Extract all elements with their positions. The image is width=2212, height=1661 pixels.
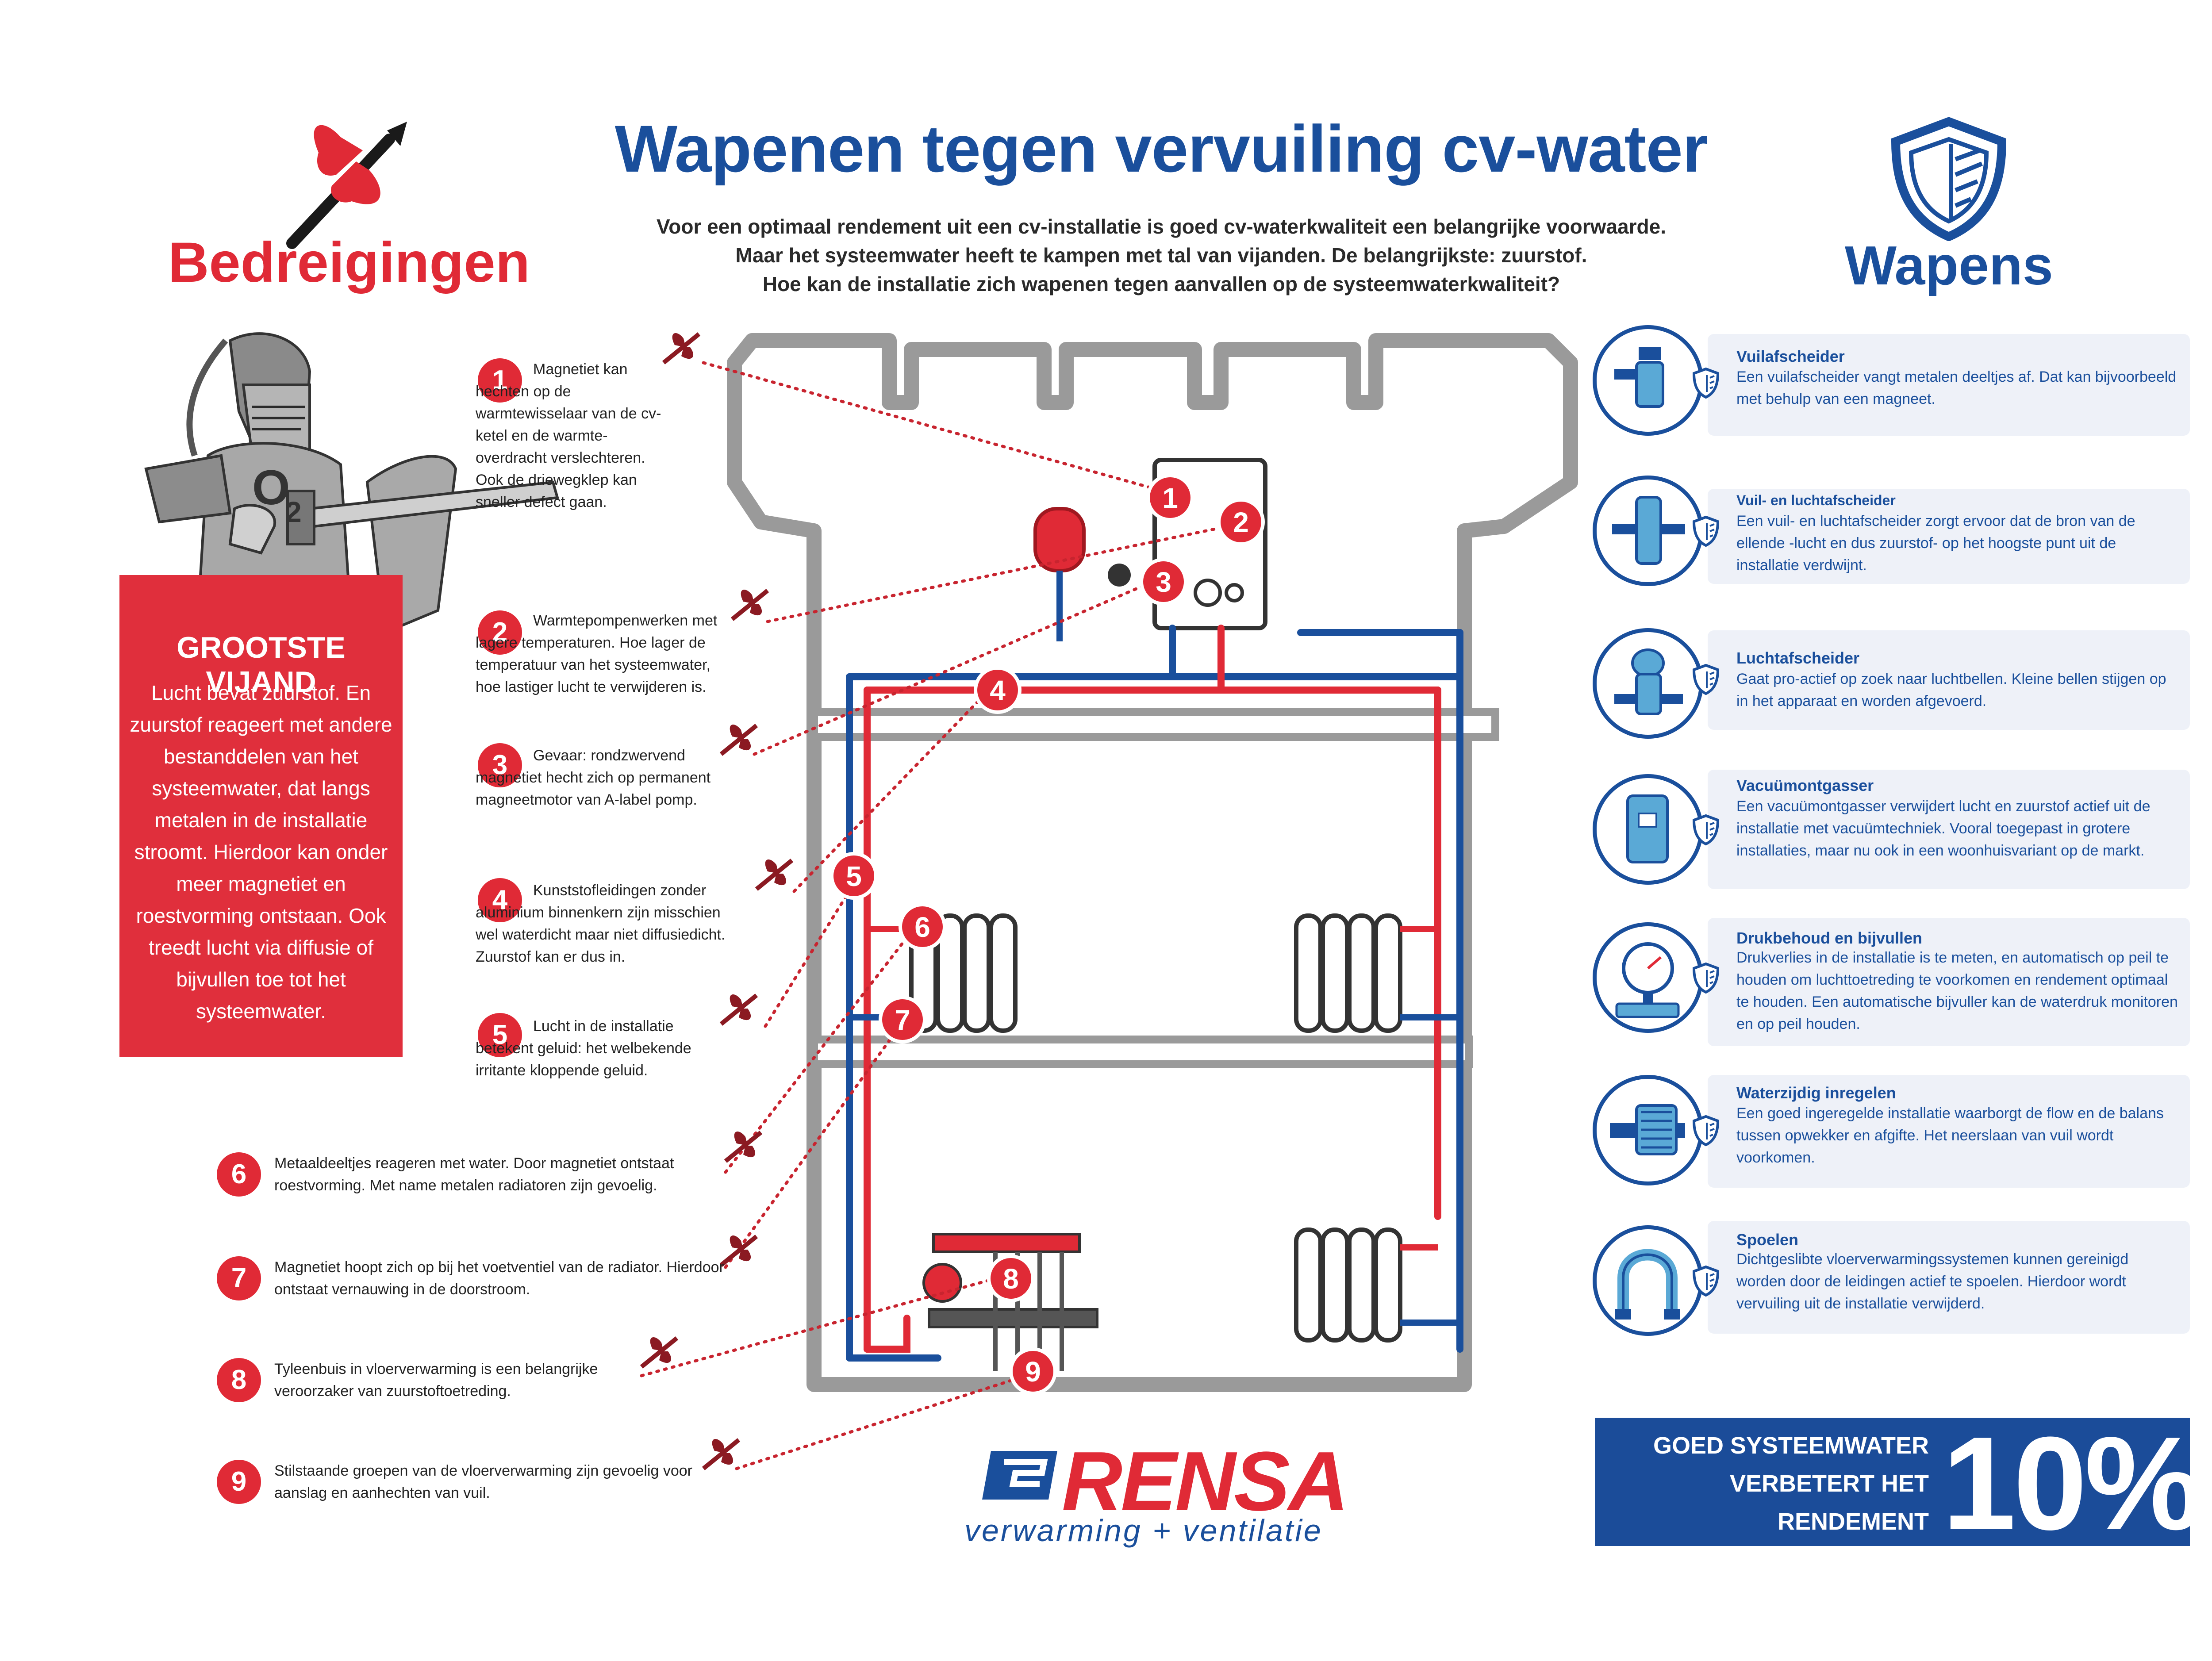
threat-number: 9 [217,1460,261,1504]
threat-text: Magnetiet kan hechten op de warmtewissel… [476,361,661,510]
weapon-card: Drukbehoud en bijvullen Drukverlies in d… [1708,918,2190,1046]
svg-text:7: 7 [895,1004,910,1036]
weapon-title: Drukbehoud en bijvullen [1736,929,1923,947]
flush-hose-icon [1593,1225,1703,1336]
shield-icon [1692,1265,1720,1297]
threat-number: 1 [478,358,522,403]
shield-icon [1692,367,1720,399]
oxygen-badge-sub: 2 [285,495,302,528]
threat-text: Lucht in de installatie betekent geluid:… [476,1018,691,1079]
svg-text:6: 6 [914,911,930,943]
dirt-air-separator-icon [1593,476,1703,586]
axe-icon [286,122,407,249]
axe-icon [730,589,769,621]
brand-name: RENSA [1062,1435,1349,1528]
threat-number: 7 [217,1256,261,1300]
enemy-panel [119,575,403,1057]
threat-text: Metaaldeeltjes reageren met water. Door … [274,1155,674,1194]
oxygen-badge-o: O [252,460,290,515]
axe-icon [719,1235,758,1267]
intro-line-1: Voor een optimaal rendement uit een cv-i… [657,215,1666,238]
axe-icon [719,994,758,1026]
weapon-title: Vuil- en luchtafscheider [1736,492,1896,508]
balancing-valve-icon [1593,1075,1703,1185]
enemy-text: Lucht bevat zuurstof. En zuurstof reagee… [130,681,392,1023]
weapon-card: Waterzijdig inregelen Een goed ingeregel… [1708,1075,2190,1188]
threat-number: 5 [478,1013,522,1057]
weapon-title: Waterzijdig inregelen [1736,1084,1896,1102]
weapon-card: Spoelen Dichtgeslibte vloerverwarmingssy… [1708,1221,2190,1334]
banner-percent: 10% [1942,1409,2202,1557]
shield-icon [1692,1115,1720,1147]
weapon-title: Vuilafscheider [1736,347,1845,365]
threat-number: 6 [217,1152,261,1197]
pressure-gauge-icon [1593,922,1703,1033]
weapon-text: Een vuilafscheider vangt metalen deeltje… [1736,368,2177,407]
axe-icon [662,332,701,364]
enemy-title: GROOTSTE VIJAND [177,631,346,699]
shield-icon [1692,962,1720,994]
weapon-card: Vuil- en luchtafscheider Een vuil- en lu… [1708,489,2190,584]
efficiency-banner [1595,1418,2190,1546]
axe-icon [724,1131,763,1163]
weapon-text: Een vacuümontgasser verwijdert lucht en … [1736,798,2151,859]
axe-icon [719,724,758,756]
weapon-card: Vacuümontgasser Een vacuümontgasser verw… [1708,770,2190,889]
svg-text:5: 5 [846,860,862,892]
weapon-text: Een goed ingeregelde installatie waarbor… [1736,1105,2164,1166]
threat-number: 3 [478,743,522,787]
threat-text: Warmtepompenwerken met lagere temperatur… [476,612,718,695]
shield-icon [1692,515,1720,547]
shield-icon [1692,814,1720,846]
svg-text:4: 4 [990,675,1006,706]
threats-label: Bedreigingen [168,231,530,294]
weapon-card: Vuilafscheider Een vuilafscheider vangt … [1708,334,2190,436]
svg-text:2: 2 [1233,506,1249,538]
axe-icon [702,1438,741,1470]
weapon-title: Spoelen [1736,1231,1799,1249]
svg-text:1: 1 [1162,482,1178,514]
threat-text: Gevaar: rondzwervend magnetiet hecht zic… [476,747,711,808]
banner-line-1: GOED SYSTEEMWATER [1653,1432,1929,1459]
dirt-separator-icon [1593,325,1703,436]
banner-line-3: VAN INSTALLATIES MET [1649,1546,1929,1573]
brand-tagline: verwarming + ventilatie [964,1513,1323,1548]
threat-number: 2 [478,610,522,655]
axe-icon [640,1336,679,1369]
banner-line-2: VERBETERT HET RENDEMENT [1729,1470,1929,1535]
threat-text: Kunststofleidingen zonder aluminium binn… [476,882,726,965]
svg-text:8: 8 [1003,1263,1019,1295]
weapons-label: Wapens [1845,235,2053,296]
knight-illustration: O 2 [144,332,559,635]
svg-text:3: 3 [1156,566,1171,598]
vacuum-degasser-icon [1593,774,1703,885]
weapon-text: Dichtgeslibte vloerverwarmingssystemen k… [1736,1251,2129,1312]
weapon-title: Vacuümontgasser [1736,776,1874,794]
shield-icon [1891,117,2007,241]
threat-text: Magnetiet hoopt zich op bij het voetvent… [274,1259,724,1298]
expansion-vessel [1033,507,1086,572]
threat-number: 8 [217,1358,261,1402]
weapon-text: Een vuil- en luchtafscheider zorgt ervoo… [1736,513,2135,574]
banner-text: GOED SYSTEEMWATER VERBETERT HET RENDEMEN… [1601,1427,1929,1579]
weapon-title: Luchtafscheider [1736,649,1860,667]
weapon-card: Luchtafscheider Gaat pro-actief op zoek … [1708,630,2190,730]
threat-number: 4 [478,878,522,922]
svg-text:9: 9 [1025,1356,1041,1388]
intro-line-2: Maar het systeemwater heeft te kampen me… [735,244,1587,267]
weapon-text: Gaat pro-actief op zoek naar luchtbellen… [1736,671,2166,710]
threat-text: Stilstaande groepen van de vloerverwarmi… [274,1462,692,1501]
rensa-logo-mark [982,1451,1057,1500]
air-separator-icon [1593,628,1703,739]
page-title: Wapenen tegen vervuiling cv-water [614,111,1708,186]
weapon-text: Drukverlies in de installatie is te mete… [1736,949,2178,1032]
intro-line-3: Hoe kan de installatie zich wapenen tege… [762,272,1560,295]
axe-icon [755,859,794,891]
threat-text: Tyleenbuis in vloerverwarming is een bel… [274,1361,598,1400]
shield-icon [1692,664,1720,695]
